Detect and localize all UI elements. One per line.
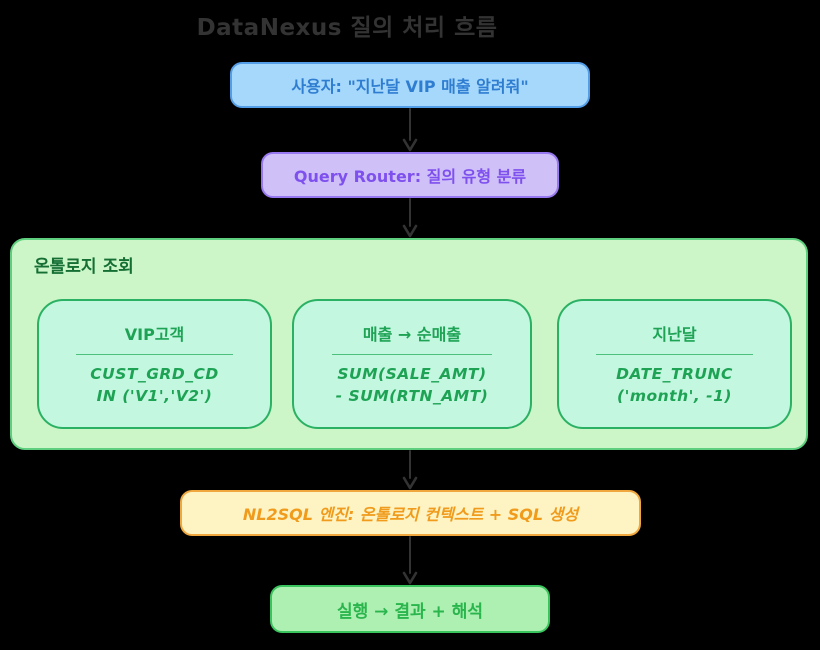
ontology-card-code-line: CUST_GRD_CD <box>90 364 219 383</box>
arrow-down-icon <box>398 198 422 238</box>
ontology-card-lastmonth: 지난달 DATE_TRUNC ('month', -1) <box>557 299 792 429</box>
ontology-card-title: 지난달 <box>652 324 697 344</box>
ontology-card-code-line: ('month', -1) <box>617 386 732 405</box>
ontology-card-code-line: - SUM(RTN_AMT) <box>335 386 489 405</box>
ontology-card-sales: 매출 → 순매출 SUM(SALE_AMT) - SUM(RTN_AMT) <box>292 299 532 429</box>
card-divider <box>331 353 493 355</box>
flow-node-user-label: 사용자: "지난달 VIP 매출 알려줘" <box>291 77 529 96</box>
flow-node-user: 사용자: "지난달 VIP 매출 알려줘" <box>230 62 590 108</box>
ontology-card-code-line: SUM(SALE_AMT) <box>337 364 487 383</box>
arrow-down-icon <box>398 536 422 585</box>
ontology-card-title: 매출 → 순매출 <box>362 324 462 344</box>
arrow-down-icon <box>398 450 422 490</box>
diagram-title: DataNexus 질의 처리 흐름 <box>196 15 498 41</box>
flow-node-result-label: 실행 → 결과 + 해석 <box>336 601 483 622</box>
ontology-subgraph-label: 온톨로지 조회 <box>34 257 134 277</box>
flow-node-nl2sql-label: NL2SQL 엔진: 온톨로지 컨텍스트 + SQL 생성 <box>242 505 579 524</box>
ontology-card-vip: VIP고객 CUST_GRD_CD IN ('V1','V2') <box>37 299 272 429</box>
ontology-card-code-line: IN ('V1','V2') <box>96 386 213 405</box>
flow-node-query-router-label: Query Router: 질의 유형 분류 <box>293 167 527 186</box>
ontology-card-code-line: DATE_TRUNC <box>616 364 733 383</box>
ontology-card-title: VIP고객 <box>124 324 185 344</box>
card-divider <box>75 353 234 355</box>
arrow-down-icon <box>398 108 422 152</box>
card-divider <box>595 353 754 355</box>
ontology-subgraph: 온톨로지 조회 VIP고객 CUST_GRD_CD IN ('V1','V2')… <box>10 238 808 450</box>
flow-node-query-router: Query Router: 질의 유형 분류 <box>261 152 559 198</box>
flow-node-result: 실행 → 결과 + 해석 <box>270 585 550 633</box>
flow-node-nl2sql-engine: NL2SQL 엔진: 온톨로지 컨텍스트 + SQL 생성 <box>180 490 641 536</box>
